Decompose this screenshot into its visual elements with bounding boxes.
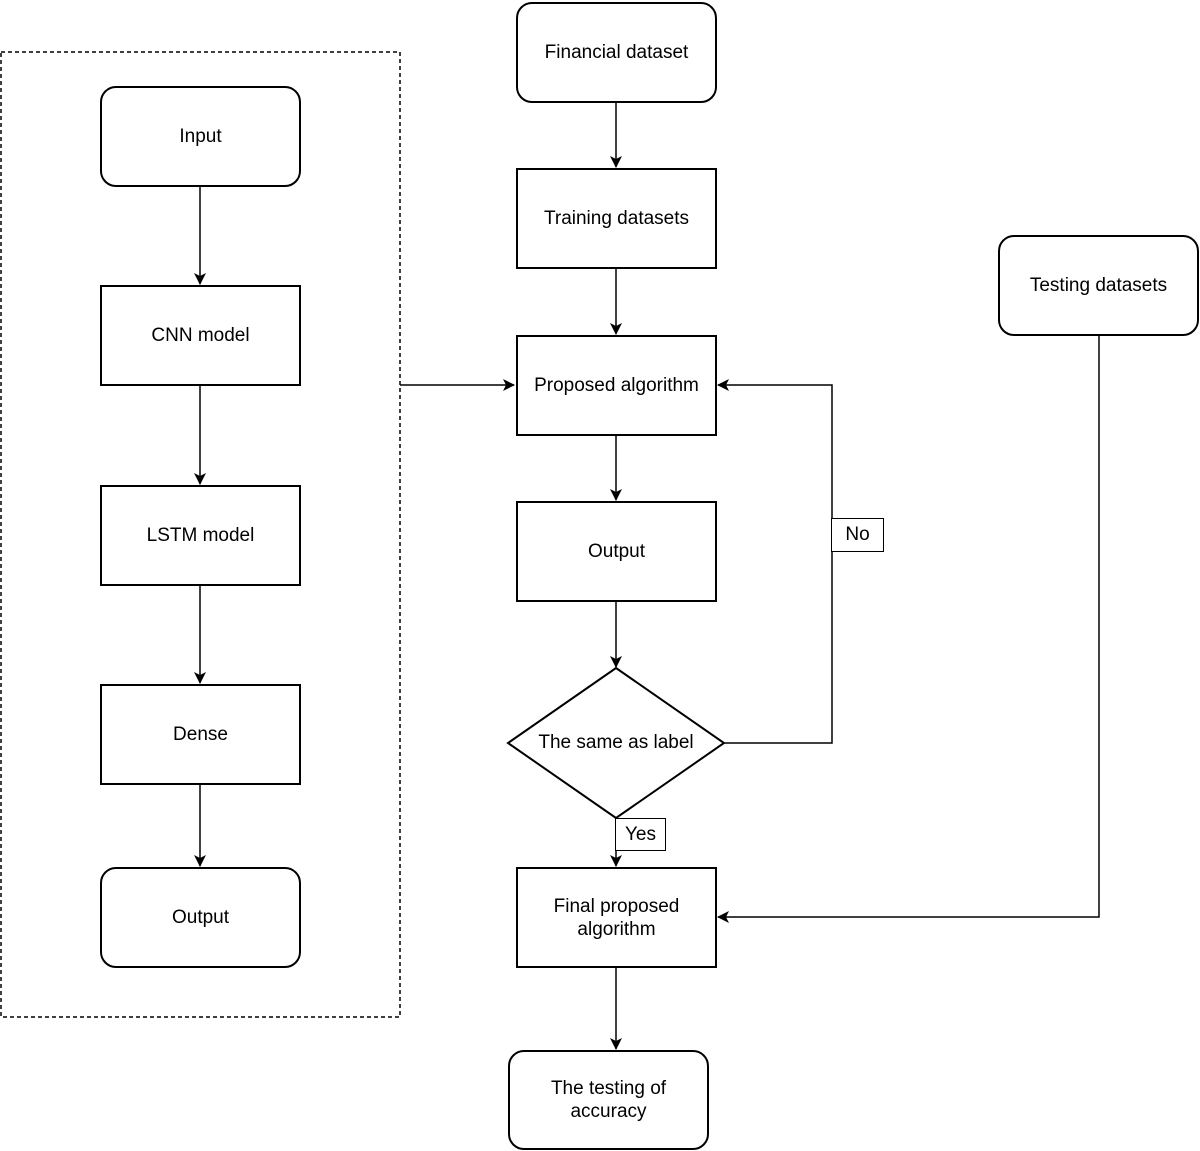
cnn-model-node: CNN model bbox=[100, 285, 301, 386]
testing-accuracy-node: The testing of accuracy bbox=[508, 1050, 709, 1150]
edge-label-yes: Yes bbox=[615, 818, 666, 851]
financial-dataset-node: Financial dataset bbox=[516, 2, 717, 103]
arrow-testing-to-final bbox=[717, 336, 1100, 923]
dense-node: Dense bbox=[100, 684, 301, 785]
arrow-decision-no-loop bbox=[717, 379, 833, 744]
output-node: Output bbox=[516, 501, 717, 602]
input-node: Input bbox=[100, 86, 301, 187]
final-proposed-algorithm-node: Final proposed algorithm bbox=[516, 867, 717, 968]
testing-datasets-node: Testing datasets bbox=[998, 235, 1199, 336]
edge-label-no: No bbox=[831, 518, 884, 552]
model-group-container bbox=[0, 51, 401, 1018]
model-output-node: Output bbox=[100, 867, 301, 968]
lstm-model-node: LSTM model bbox=[100, 485, 301, 586]
decision-label: The same as label bbox=[538, 732, 694, 753]
proposed-algorithm-node: Proposed algorithm bbox=[516, 335, 717, 436]
training-datasets-node: Training datasets bbox=[516, 168, 717, 269]
